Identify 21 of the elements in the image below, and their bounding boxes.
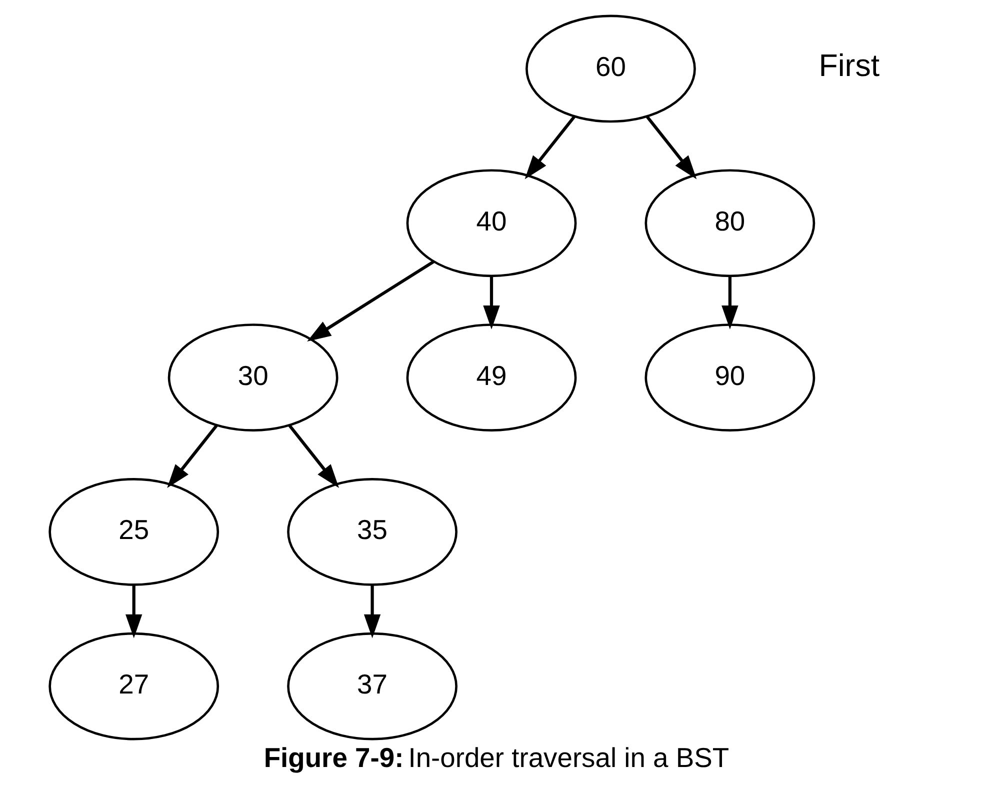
- node-ellipse: 40: [406, 169, 576, 278]
- arrow: [306, 260, 434, 342]
- arrow: [645, 116, 696, 180]
- arrow: [125, 584, 142, 638]
- node-ellipse: 35: [286, 478, 457, 586]
- node-ellipse: 49: [406, 324, 576, 432]
- node-ellipse: 27: [48, 632, 219, 740]
- arrow: [482, 276, 500, 330]
- node-ellipse: 30: [167, 324, 338, 432]
- label: First: [818, 48, 880, 84]
- caption: Figure 7-9: In-order traversal in a BST: [263, 742, 729, 773]
- node-ellipse: 90: [644, 324, 815, 432]
- arrow: [166, 424, 218, 488]
- arrow: [721, 276, 738, 330]
- arrow: [363, 584, 380, 638]
- node-ellipse: 25: [48, 478, 219, 586]
- arrow: [524, 116, 576, 180]
- node-ellipse: 37: [286, 632, 457, 740]
- arrow: [288, 424, 339, 488]
- node-ellipse: 80: [644, 169, 815, 278]
- node-ellipse: 60: [525, 14, 696, 123]
